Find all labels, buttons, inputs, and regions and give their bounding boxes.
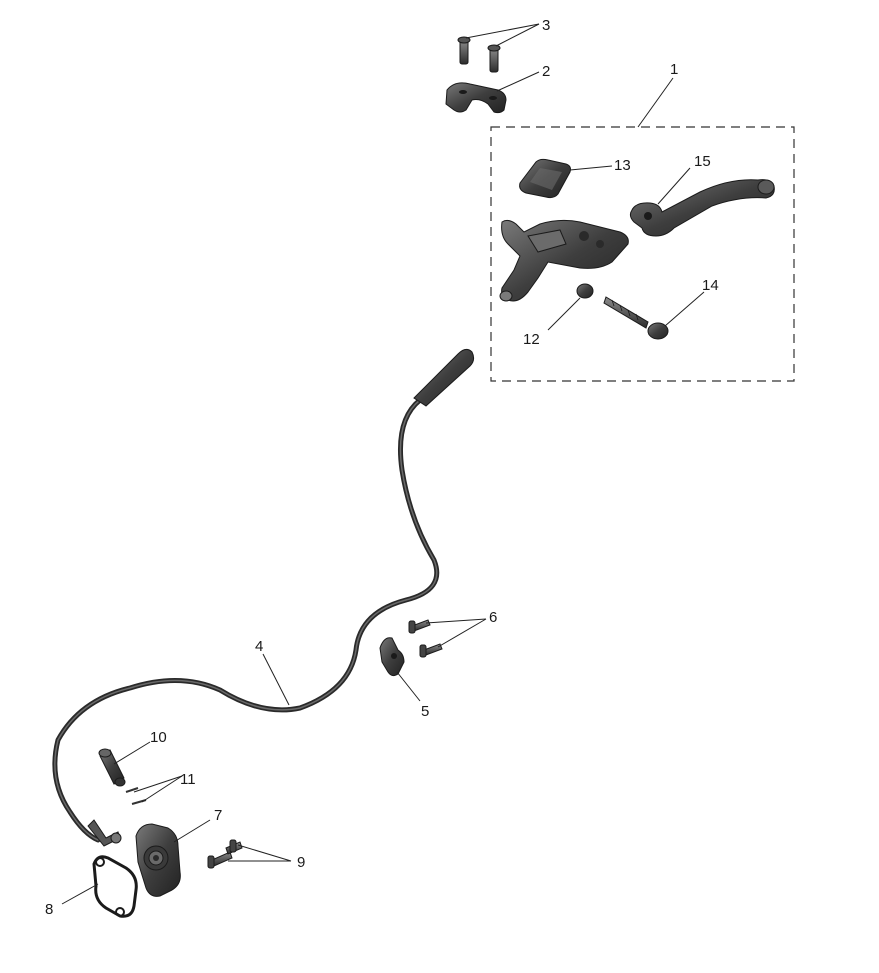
part-10-bleed-nipple xyxy=(98,748,126,787)
callout-8: 8 xyxy=(45,901,53,918)
part-12-nut xyxy=(576,283,594,299)
callout-3: 3 xyxy=(542,17,550,34)
callout-12: 12 xyxy=(523,331,540,348)
part-4-hose xyxy=(52,348,475,847)
callout-10: 10 xyxy=(150,729,167,746)
part-9-bolts xyxy=(207,839,243,869)
part-14-pivot-bolt xyxy=(603,296,669,340)
callout-7: 7 xyxy=(214,807,222,824)
callout-1: 1 xyxy=(670,61,678,78)
kit-boundary-box xyxy=(490,126,795,382)
callout-2: 2 xyxy=(542,63,550,80)
callout-6: 6 xyxy=(489,609,497,626)
callout-numbers: 3 2 1 13 15 14 12 4 6 5 10 11 7 9 8 xyxy=(45,17,719,918)
callout-11: 11 xyxy=(180,771,196,788)
part-8-gasket xyxy=(92,855,138,918)
callout-15: 15 xyxy=(694,153,711,170)
part-3-bolts xyxy=(457,36,501,73)
part-6-bolts xyxy=(408,619,443,658)
callout-4: 4 xyxy=(255,638,263,655)
callout-9: 9 xyxy=(297,854,305,871)
callout-14: 14 xyxy=(702,277,719,294)
callout-5: 5 xyxy=(421,703,429,720)
callout-13: 13 xyxy=(614,157,631,174)
part-13-cap-pad xyxy=(519,158,571,199)
part-15-lever xyxy=(629,179,775,237)
part-7-slave-cylinder xyxy=(135,823,181,897)
part-5-bracket xyxy=(379,637,405,677)
part-2-clamp xyxy=(445,82,507,114)
leader-lines xyxy=(61,23,705,905)
master-cylinder-body xyxy=(499,219,629,302)
